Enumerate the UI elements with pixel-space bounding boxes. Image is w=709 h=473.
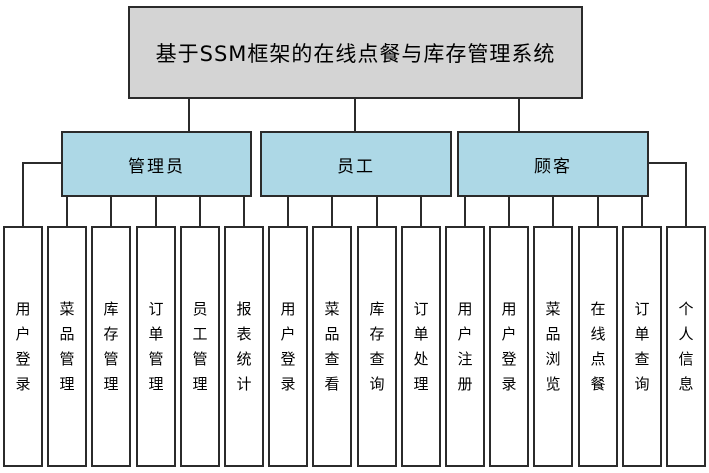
leaf-node-label: 库存管理 [103,299,119,393]
connector-line [464,196,466,227]
connector-line [110,196,112,227]
leaf-node-user-login-customer: 用户登录 [489,226,529,467]
connector-line [66,196,68,227]
leaf-node-inventory-query: 库存查询 [357,226,397,467]
connector-elbow-horizontal [648,162,687,164]
leaf-node-label: 报表统计 [236,299,252,393]
leaf-node-report-statistics: 报表统计 [224,226,264,467]
connector-line [420,196,422,227]
connector-line [376,196,378,227]
branch-node-label: 员工 [337,156,375,177]
leaf-node-label: 菜品浏览 [545,299,561,393]
connector-line [354,99,356,132]
leaf-node-label: 订单查询 [634,299,650,393]
leaf-node-label: 在线点餐 [590,299,606,393]
connector-line [188,99,190,132]
leaf-node-online-ordering: 在线点餐 [578,226,618,467]
leaf-node-order-processing: 订单处理 [401,226,441,467]
root-node: 基于SSM框架的在线点餐与库存管理系统 [128,6,583,99]
connector-elbow-horizontal [23,162,62,164]
connector-line [243,196,245,227]
leaf-node-staff-management: 员工管理 [180,226,220,467]
connector-elbow-vertical [22,162,24,227]
leaf-node-label: 库存查询 [369,299,385,393]
leaf-node-order-management: 订单管理 [136,226,176,467]
leaf-node-inventory-management: 库存管理 [91,226,131,467]
connector-line [287,196,289,227]
connector-line [508,196,510,227]
leaf-node-dish-view: 菜品查看 [312,226,352,467]
leaf-node-label: 菜品管理 [59,299,75,393]
branch-node-label: 管理员 [128,156,185,177]
connector-line [331,196,333,227]
leaf-node-label: 订单处理 [413,299,429,393]
branch-node-label: 顾客 [534,156,572,177]
branch-node-admin: 管理员 [61,131,252,197]
leaf-node-label: 用户注册 [457,299,473,393]
leaf-node-label: 个人信息 [678,299,694,393]
connector-line [552,196,554,227]
leaf-node-label: 用户登录 [15,299,31,393]
leaf-node-dish-management: 菜品管理 [47,226,87,467]
branch-node-staff: 员工 [260,131,452,197]
branch-node-customer: 顾客 [457,131,649,197]
leaf-node-label: 员工管理 [192,299,208,393]
leaf-node-user-login-admin: 用户登录 [3,226,43,467]
connector-elbow-vertical [685,162,687,227]
leaf-node-label: 用户登录 [501,299,517,393]
leaf-node-user-register: 用户注册 [445,226,485,467]
leaf-node-order-query: 订单查询 [622,226,662,467]
connector-line [199,196,201,227]
connector-line [155,196,157,227]
leaf-node-label: 菜品查看 [324,299,340,393]
leaf-node-label: 订单管理 [148,299,164,393]
leaf-node-label: 用户登录 [280,299,296,393]
leaf-node-user-login-staff: 用户登录 [268,226,308,467]
connector-line [641,196,643,227]
leaf-node-dish-browse: 菜品浏览 [533,226,573,467]
root-node-label: 基于SSM框架的在线点餐与库存管理系统 [155,41,556,66]
leaf-node-personal-info: 个人信息 [666,226,706,467]
connector-line [518,99,520,132]
connector-line [597,196,599,227]
